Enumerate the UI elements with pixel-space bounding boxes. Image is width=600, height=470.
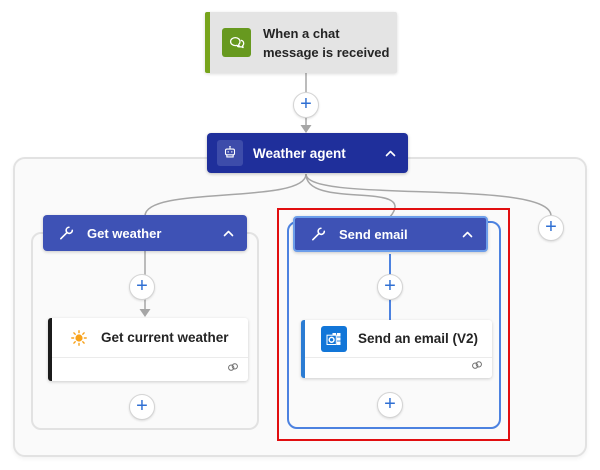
agent-title: Weather agent	[253, 145, 346, 161]
robot-icon	[217, 140, 243, 166]
chat-bubbles-icon	[222, 28, 251, 57]
action-card-footer	[52, 357, 248, 380]
action-title: Send an email (V2)	[358, 331, 479, 346]
wrench-icon	[54, 222, 76, 244]
branch-title: Get weather	[87, 225, 162, 241]
add-action-button-top[interactable]: +	[293, 92, 319, 118]
chevron-up-icon	[385, 150, 395, 156]
trigger-title: When a chat message is received	[263, 25, 390, 60]
branch-collapse-button[interactable]	[459, 230, 475, 239]
chevron-up-icon	[223, 230, 233, 236]
add-action-button-right-mid[interactable]: +	[377, 274, 403, 300]
branch-header-send-email[interactable]: Send email	[293, 216, 488, 252]
connection-rings-icon[interactable]	[470, 358, 484, 377]
action-card-header: Send an email (V2)	[305, 320, 492, 357]
chevron-up-icon	[462, 231, 472, 237]
agent-card[interactable]: Weather agent	[207, 133, 408, 173]
add-action-button-left-bottom[interactable]: +	[129, 394, 155, 420]
agent-collapse-button[interactable]	[382, 149, 398, 158]
action-title: Get current weather	[101, 330, 229, 345]
connection-rings-icon[interactable]	[226, 360, 240, 379]
add-branch-button[interactable]: +	[538, 215, 564, 241]
add-action-button-right-bottom[interactable]: +	[377, 392, 403, 418]
sun-icon	[68, 327, 90, 349]
branch-collapse-button[interactable]	[220, 229, 236, 238]
action-card-header: Get current weather	[52, 318, 248, 357]
trigger-card[interactable]: When a chat message is received	[205, 12, 397, 73]
wrench-icon	[306, 223, 328, 245]
outlook-icon	[321, 325, 347, 352]
action-card-get-current-weather[interactable]: Get current weather	[48, 318, 248, 381]
action-card-send-an-email[interactable]: Send an email (V2)	[301, 320, 492, 378]
action-card-footer	[305, 357, 492, 377]
branch-title: Send email	[339, 226, 408, 242]
branch-header-get-weather[interactable]: Get weather	[43, 215, 247, 251]
add-action-button-left-mid[interactable]: +	[129, 274, 155, 300]
